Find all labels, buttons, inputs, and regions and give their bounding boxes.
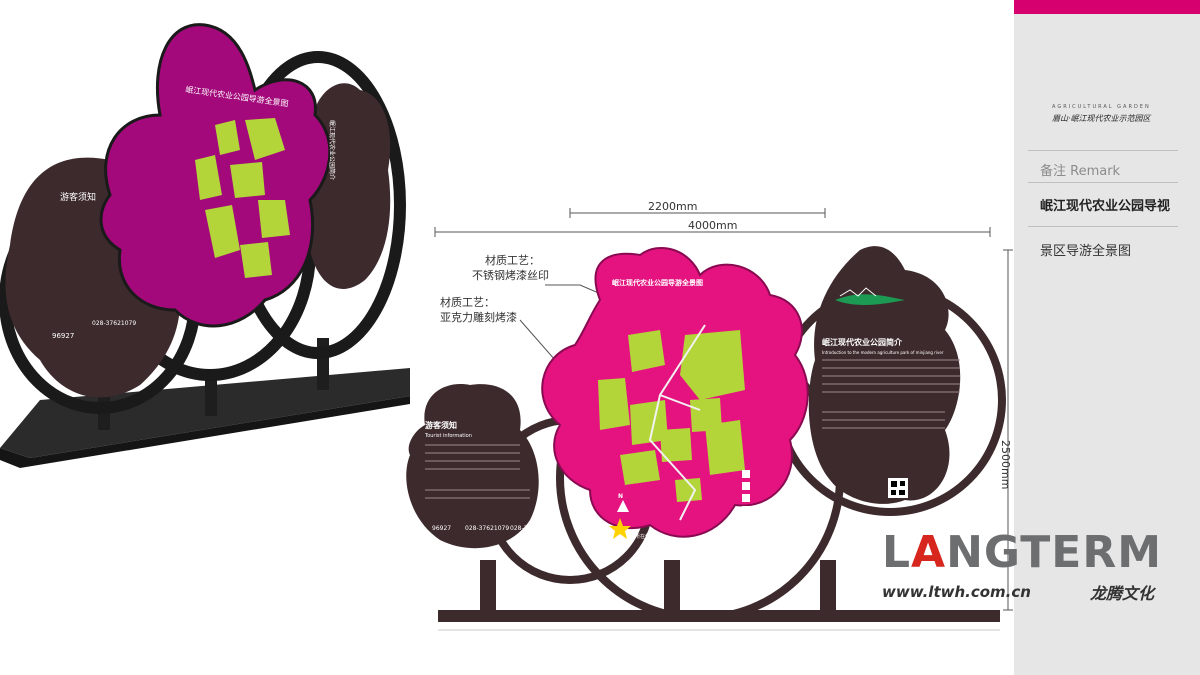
material-1-label: 材质工艺： xyxy=(485,254,540,267)
intro-title: 岷江现代农业公园简介 xyxy=(822,337,903,347)
notice-en: Tourist information xyxy=(424,433,472,439)
dim-width-total: 4000mm xyxy=(688,219,738,232)
persp-phone: 96927 xyxy=(52,332,74,340)
sign-perspective-view: 岷江现代农业公园导游全景图 游客须知 岷江现代农业公园简介 96927 028-… xyxy=(0,23,410,468)
brand-flame-letter: A xyxy=(911,527,947,578)
north-label: N xyxy=(618,493,623,500)
brand-part-2: NGTERM xyxy=(946,527,1163,578)
material-1-value: 不锈钢烤漆丝印 xyxy=(472,269,549,282)
brand-wordmark: LANGTERM xyxy=(882,527,1162,578)
intro-en: Introduction to the modern agriculture p… xyxy=(822,350,944,355)
info-panel xyxy=(1014,0,1200,675)
persp-phone-2: 028-37621079 xyxy=(92,320,136,327)
brand-url: www.ltwh.com.cn xyxy=(882,583,1031,601)
sign-front-view: 岷江现代农业公园导游全景图 岷江现代农业公园简介 Introduction to… xyxy=(406,246,1006,622)
you-are-here: 您所在位置 xyxy=(630,533,655,540)
phone-3: 028-37621079 xyxy=(510,525,554,532)
logo-en-text: AGRICULTURAL GARDEN xyxy=(1052,104,1151,110)
dim-width-inner: 2200mm xyxy=(648,200,698,213)
persp-notice-title: 游客须知 xyxy=(60,191,96,203)
brand-cn: 龙腾文化 xyxy=(1090,584,1155,603)
panel-subtitle: 景区导游全景图 xyxy=(1040,244,1132,259)
dim-height: 2500mm xyxy=(999,440,1012,490)
remark-label: 备注 Remark xyxy=(1040,164,1121,179)
phone-2: 028-37621079 xyxy=(465,525,509,532)
phone-1: 96927 xyxy=(432,525,451,532)
logo-cn-text: 眉山·岷江现代农业示范园区 xyxy=(1052,114,1151,123)
panel-divider-3 xyxy=(1028,226,1178,227)
brand-part-1: L xyxy=(882,527,912,578)
panel-divider-2 xyxy=(1028,182,1178,183)
material-2-value: 亚克力雕刻烤漆 xyxy=(440,311,517,324)
material-2-label: 材质工艺： xyxy=(440,296,495,309)
notice-title: 游客须知 xyxy=(425,420,457,430)
panel-accent-bar xyxy=(1014,0,1200,14)
panel-divider-1 xyxy=(1028,150,1178,151)
panel-title: 岷江现代农业公园导视 xyxy=(1040,199,1171,214)
map-title: 岷江现代农业公园导游全景图 xyxy=(612,278,703,287)
persp-intro-title: 岷江现代农业公园简介 xyxy=(328,120,336,180)
